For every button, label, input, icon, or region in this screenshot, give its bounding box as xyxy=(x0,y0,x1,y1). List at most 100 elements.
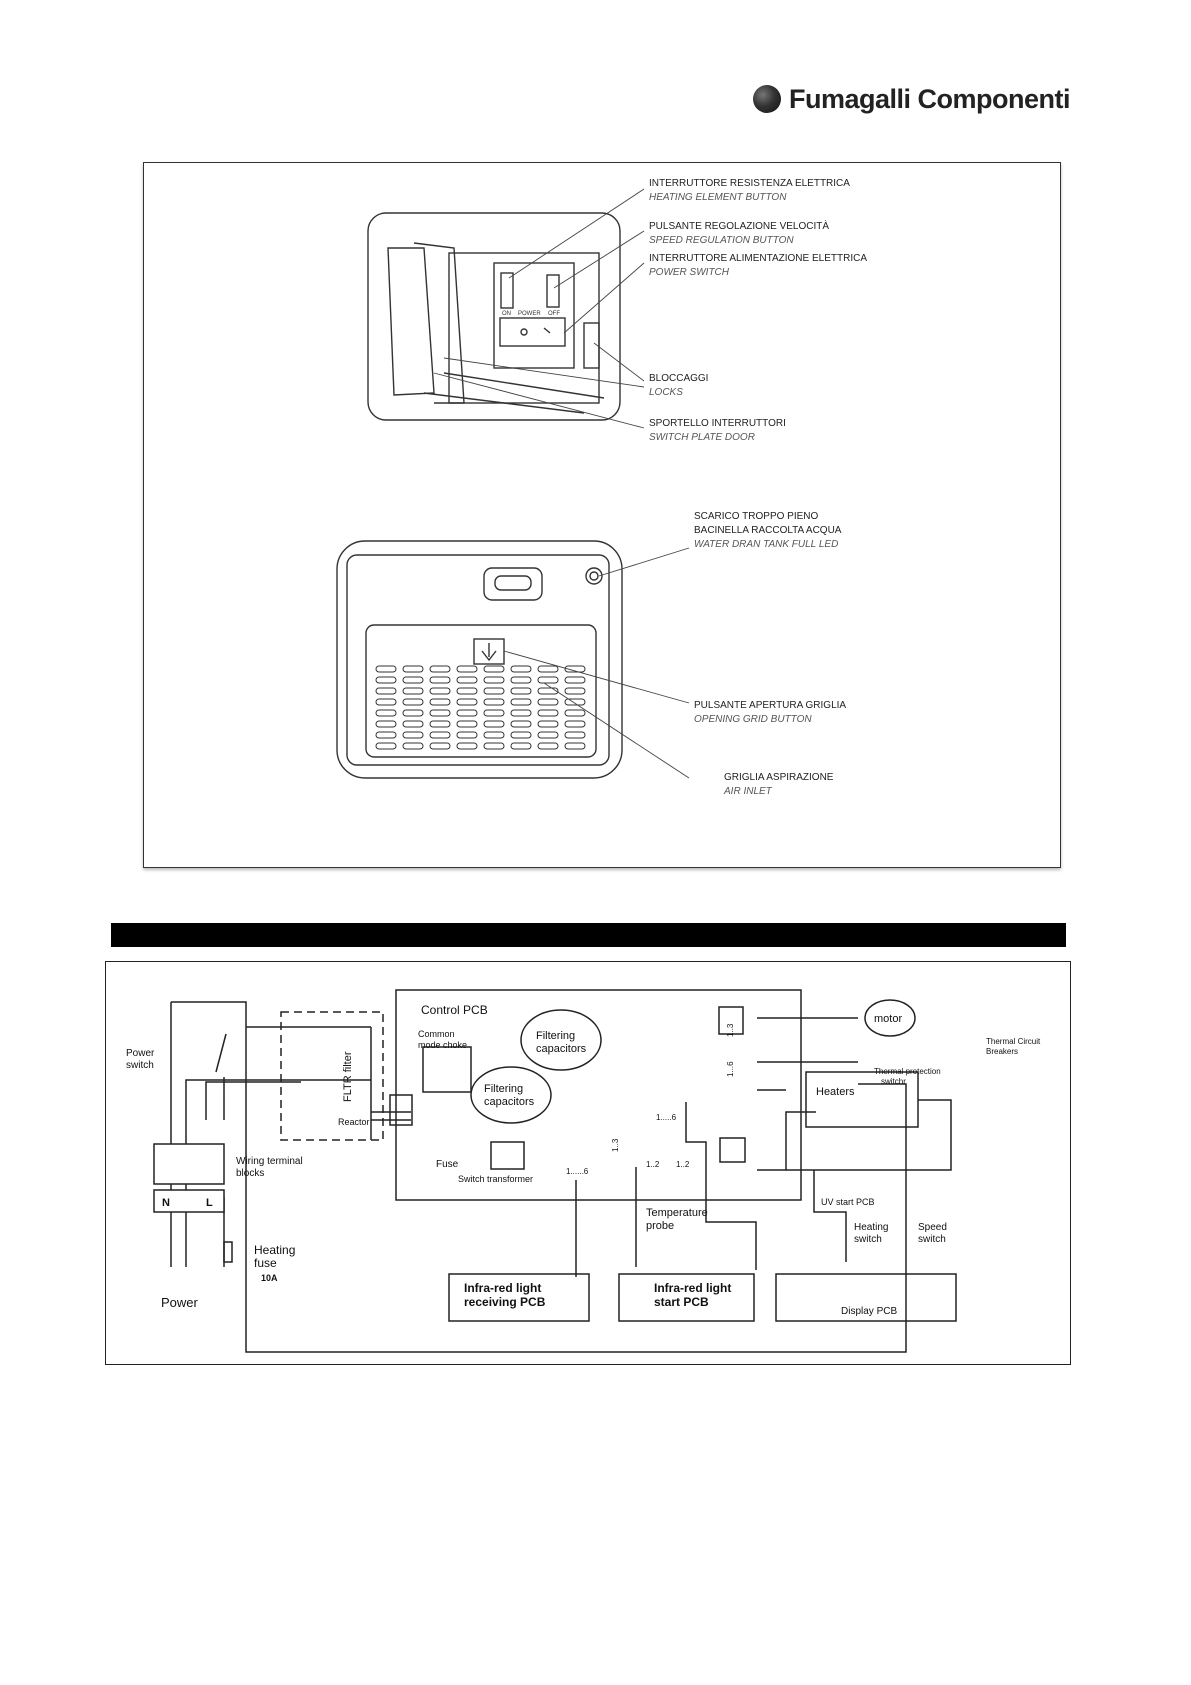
unit-illustration: INTERRUTTORE RESISTENZA ELETTRICA HEATIN… xyxy=(336,178,867,797)
grid-slot xyxy=(537,731,559,739)
conn-16-b: 1......6 xyxy=(566,1167,589,1176)
grid-slot xyxy=(375,709,397,717)
fltr-filter-label: FLTR filter xyxy=(342,1051,354,1102)
grid-slot xyxy=(429,742,451,750)
heating-fuse-rating: 10A xyxy=(261,1273,278,1283)
air-inlet-grid xyxy=(375,665,586,750)
filtering-caps-a-2: capacitors xyxy=(536,1043,587,1055)
grid-slot xyxy=(510,665,532,673)
speed-switch-label-2: switch xyxy=(918,1234,946,1245)
grid-button-label-it: PULSANTE APERTURA GRIGLIA xyxy=(694,700,846,711)
grid-slot xyxy=(564,742,586,750)
grid-slot xyxy=(564,676,586,684)
grid-slot xyxy=(456,665,478,673)
heating-fuse-label-2: fuse xyxy=(254,1256,277,1270)
drain-label-it1: SCARICO TROPPO PIENO xyxy=(694,511,819,522)
grid-slot xyxy=(510,731,532,739)
grid-slot xyxy=(375,698,397,706)
motor-label: motor xyxy=(874,1013,902,1025)
inlet-label-it: GRIGLIA ASPIRAZIONE xyxy=(724,772,834,783)
speed-label-it: PULSANTE REGOLAZIONE VELOCITÀ xyxy=(649,219,829,232)
grid-slot xyxy=(402,731,424,739)
grid-slot xyxy=(537,687,559,695)
switch-legends: ON POWER OFF xyxy=(502,311,560,317)
grid-slot xyxy=(483,709,505,717)
grid-slot xyxy=(483,698,505,706)
front-callouts xyxy=(503,547,690,779)
grid-slot xyxy=(483,665,505,673)
brand-logo-circle xyxy=(753,85,781,113)
temp-probe-label-1: Temperature xyxy=(646,1207,708,1219)
locks-label-it: BLOCCAGGI xyxy=(649,373,708,384)
locks-label-en: LOCKS xyxy=(649,387,683,398)
display-pcb-label: Display PCB xyxy=(841,1306,897,1317)
door-label-en: SWITCH PLATE DOOR xyxy=(649,432,755,443)
reactor-label: Reactor xyxy=(338,1117,370,1127)
power-switch-label-2: switch xyxy=(126,1060,154,1071)
inlet-label-en: AIR INLET xyxy=(723,786,773,797)
filtering-caps-b-2: capacitors xyxy=(484,1096,535,1108)
grid-slot xyxy=(483,720,505,728)
conn-13-b: 1..3 xyxy=(611,1138,620,1152)
grid-slot xyxy=(537,665,559,673)
grid-slot xyxy=(483,676,505,684)
conn-16-c: 1.....6 xyxy=(656,1113,677,1122)
ir-receiving-label-2: receiving PCB xyxy=(464,1295,546,1309)
grid-button-label-en: OPENING GRID BUTTON xyxy=(694,714,812,725)
grid-slot xyxy=(375,720,397,728)
uv-start-label: UV start PCB xyxy=(821,1197,875,1207)
display-pcb-box xyxy=(775,1273,957,1322)
wiring-diagram: Control PCB Common mode choke Filtering … xyxy=(126,989,1041,1353)
grid-slot xyxy=(456,720,478,728)
grid-slot xyxy=(564,709,586,717)
grid-slot xyxy=(429,709,451,717)
thermal-prot-label-2: switchr xyxy=(881,1077,906,1086)
grid-slot xyxy=(402,676,424,684)
grid-slot xyxy=(483,687,505,695)
grid-slot xyxy=(429,698,451,706)
grid-slot xyxy=(429,676,451,684)
speed-switch-label-1: Speed xyxy=(918,1222,947,1233)
grid-slot xyxy=(402,698,424,706)
grid-slot xyxy=(510,742,532,750)
control-pcb-label: Control PCB xyxy=(421,1003,488,1017)
wiring-terminal-label-2: blocks xyxy=(236,1168,264,1179)
grid-slot xyxy=(510,687,532,695)
brand-logo: Fumagalli Componenti xyxy=(753,84,1083,114)
power-label: Power xyxy=(161,1295,199,1310)
temp-probe-label-2: probe xyxy=(646,1220,674,1232)
front-panel-drawing xyxy=(336,540,623,779)
power-label-it: INTERRUTTORE ALIMENTAZIONE ELETTRICA xyxy=(649,253,867,264)
power-label-en: POWER SWITCH xyxy=(649,267,730,278)
door-label-it: SPORTELLO INTERRUTTORI xyxy=(649,418,786,429)
grid-slot xyxy=(564,720,586,728)
switch-panel-drawing xyxy=(367,212,621,421)
grid-slot xyxy=(429,731,451,739)
section-header-bar xyxy=(111,923,1066,947)
speed-label-en: SPEED REGULATION BUTTON xyxy=(649,235,794,246)
common-mode-label-1: Common xyxy=(418,1029,455,1039)
grid-slot xyxy=(456,731,478,739)
terminal-blocks xyxy=(153,1143,225,1213)
thermal-prot-label-1: Thermal protection xyxy=(874,1067,941,1076)
grid-slot xyxy=(429,687,451,695)
wiring-labels: Control PCB Common mode choke Filtering … xyxy=(126,1003,1041,1317)
common-mode-label-2: mode choke xyxy=(418,1040,467,1050)
grid-slot xyxy=(564,665,586,673)
drain-label-en: WATER DRAN TANK FULL LED xyxy=(694,539,838,550)
grid-slot xyxy=(402,709,424,717)
heaters-label: Heaters xyxy=(816,1086,855,1098)
grid-slot xyxy=(375,676,397,684)
heating-label-en: HEATING ELEMENT BUTTON xyxy=(649,192,787,203)
switch-power-label: POWER xyxy=(518,311,541,317)
grid-slot xyxy=(456,676,478,684)
grid-slot xyxy=(402,742,424,750)
grid-slot xyxy=(456,698,478,706)
conn-12-a: 1..2 xyxy=(646,1160,660,1169)
heating-fuse-label-1: Heating xyxy=(254,1243,295,1257)
grid-slot xyxy=(402,720,424,728)
grid-slot xyxy=(456,709,478,717)
fltr-filter-box xyxy=(280,1011,384,1141)
ir-receiving-label-1: Infra-red light xyxy=(464,1281,541,1295)
conn-13-a: 1..3 xyxy=(726,1023,735,1037)
